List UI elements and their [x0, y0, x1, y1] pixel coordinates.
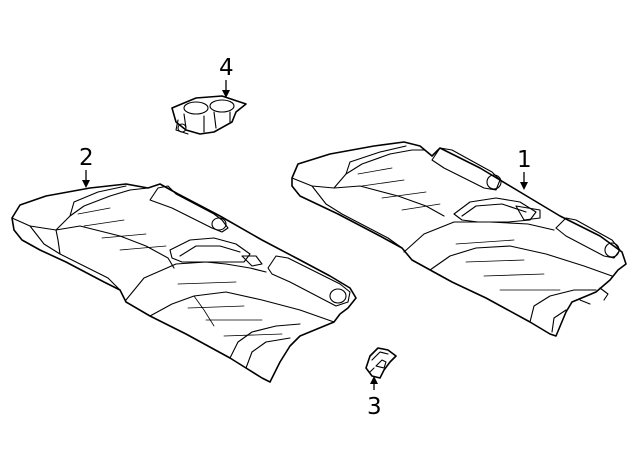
seat-cushion-cover-left[interactable]: [11, 183, 357, 383]
callout-4-number: 4: [219, 55, 234, 81]
bracket-clip-part[interactable]: [365, 347, 397, 379]
callout-3: 3: [367, 376, 382, 420]
callout-2-number: 2: [79, 145, 94, 171]
callout-1: 1: [517, 147, 532, 190]
callout-2: 2: [79, 145, 94, 188]
callout-4: 4: [219, 55, 234, 98]
seat-cushion-assembly-right[interactable]: [291, 141, 627, 337]
callout-3-number: 3: [367, 394, 382, 420]
callout-1-number: 1: [517, 147, 532, 173]
cup-holder-part[interactable]: [171, 95, 247, 135]
